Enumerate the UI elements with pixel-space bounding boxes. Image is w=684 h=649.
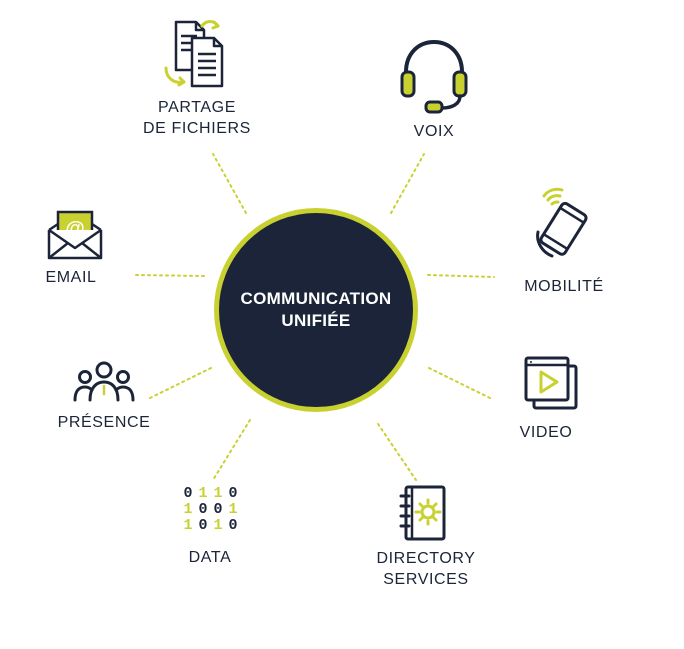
ray-data xyxy=(212,419,251,481)
label-voix: VOIX xyxy=(413,123,455,140)
label-video: VIDEO xyxy=(519,424,573,441)
binary-r2-c4: 1 xyxy=(228,501,237,518)
ray-directory xyxy=(377,423,417,481)
binary-r2-c3: 0 xyxy=(213,501,222,518)
ray-presence xyxy=(149,367,212,399)
ray-partage xyxy=(212,153,247,214)
binary-r2-c1: 1 xyxy=(183,501,192,518)
center-title-line1: COMMUNICATION xyxy=(240,289,392,308)
node-video: VIDEO xyxy=(506,422,586,443)
binary-r2-c2: 0 xyxy=(198,501,207,518)
binary-r1-c4: 0 xyxy=(228,485,237,502)
center-hub: COMMUNICATION UNIFIÉE xyxy=(214,208,418,412)
label-directory-line2: SERVICES xyxy=(383,571,469,588)
label-partage-line1: PARTAGE xyxy=(158,99,236,116)
binary-r3-c3: 1 xyxy=(213,517,222,531)
label-partage-line2: DE FICHIERS xyxy=(143,120,251,137)
node-directory-services: DIRECTORY SERVICES xyxy=(358,548,494,590)
label-presence: PRÉSENCE xyxy=(57,414,151,431)
label-email: EMAIL xyxy=(45,269,97,286)
file-sharing-icon xyxy=(164,20,224,88)
ray-voix xyxy=(390,153,425,214)
ray-mobilite xyxy=(427,274,495,278)
ray-video xyxy=(428,367,491,399)
label-directory-line1: DIRECTORY xyxy=(376,550,476,567)
node-presence: PRÉSENCE xyxy=(44,412,164,433)
binary-r1-c3: 1 xyxy=(213,485,222,502)
binary-r1-c2: 1 xyxy=(198,485,207,502)
ray-email xyxy=(135,274,205,277)
people-group-icon xyxy=(73,361,135,402)
binary-r3-c1: 1 xyxy=(183,517,192,531)
headset-icon xyxy=(400,39,468,114)
label-data: DATA xyxy=(188,549,232,566)
directory-book-icon xyxy=(399,485,446,541)
node-email: EMAIL xyxy=(30,267,112,288)
binary-r3-c2: 0 xyxy=(198,517,207,531)
node-partage-de-fichiers: PARTAGE DE FICHIERS xyxy=(130,97,264,139)
video-icon xyxy=(524,356,578,410)
binary-data-icon: 0 1 1 0 1 0 0 1 1 0 1 0 xyxy=(183,485,237,531)
label-mobilite: MOBILITÉ xyxy=(524,278,604,295)
node-data: DATA xyxy=(170,547,250,568)
center-title-line2: UNIFIÉE xyxy=(281,311,351,330)
binary-r1-c1: 0 xyxy=(183,485,192,502)
node-voix: VOIX xyxy=(394,121,474,142)
mobile-phone-icon xyxy=(536,187,588,258)
node-mobilite: MOBILITÉ xyxy=(512,276,616,297)
binary-r3-c4: 0 xyxy=(228,517,237,531)
envelope-icon: @ xyxy=(47,210,103,260)
